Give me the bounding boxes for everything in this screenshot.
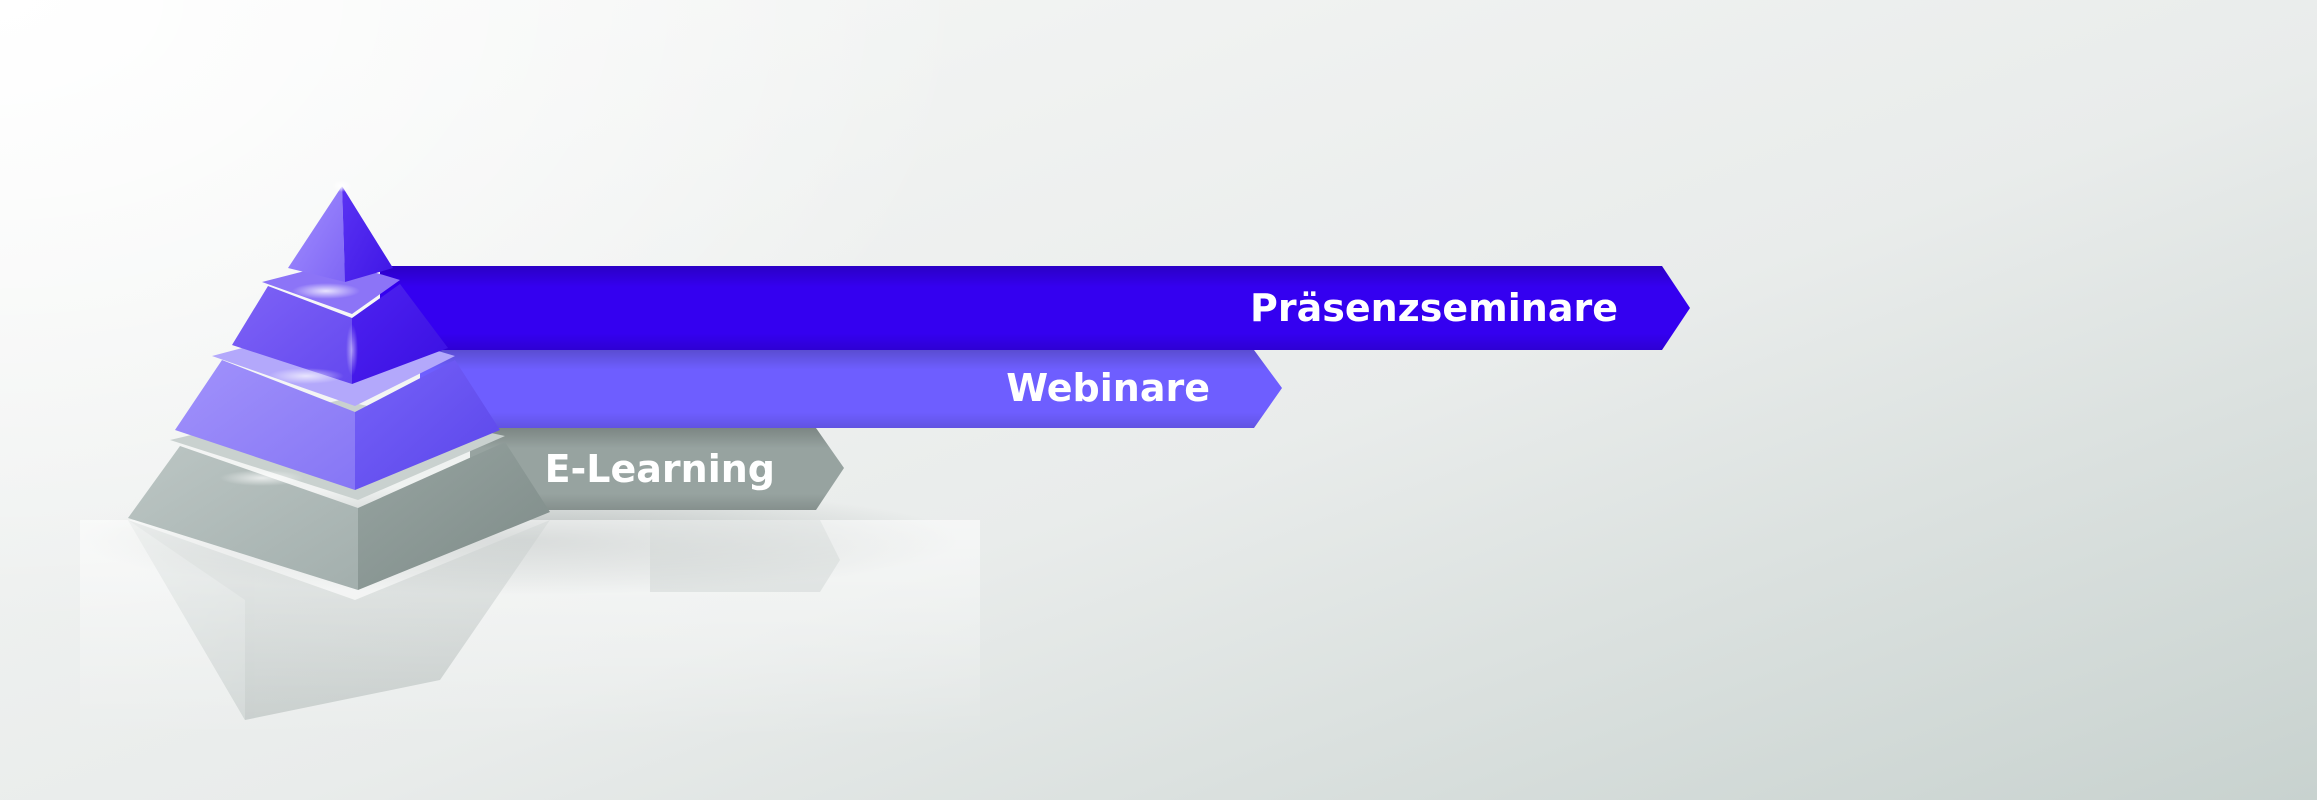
ribbon-praesenzseminare: Präsenzseminare (380, 266, 1690, 350)
reflection-fade (80, 520, 980, 740)
pyramid-tier-top (288, 186, 393, 282)
pyramid-glints (220, 180, 360, 486)
ribbon-webinare: Webinare (420, 350, 1282, 428)
ribbon-label-praesenzseminare: Präsenzseminare (1250, 286, 1618, 330)
ribbon-e-learning: E-Learning (470, 428, 844, 510)
ribbon-label-e-learning: E-Learning (545, 447, 775, 491)
ribbon-label-webinare: Webinare (1006, 366, 1210, 410)
